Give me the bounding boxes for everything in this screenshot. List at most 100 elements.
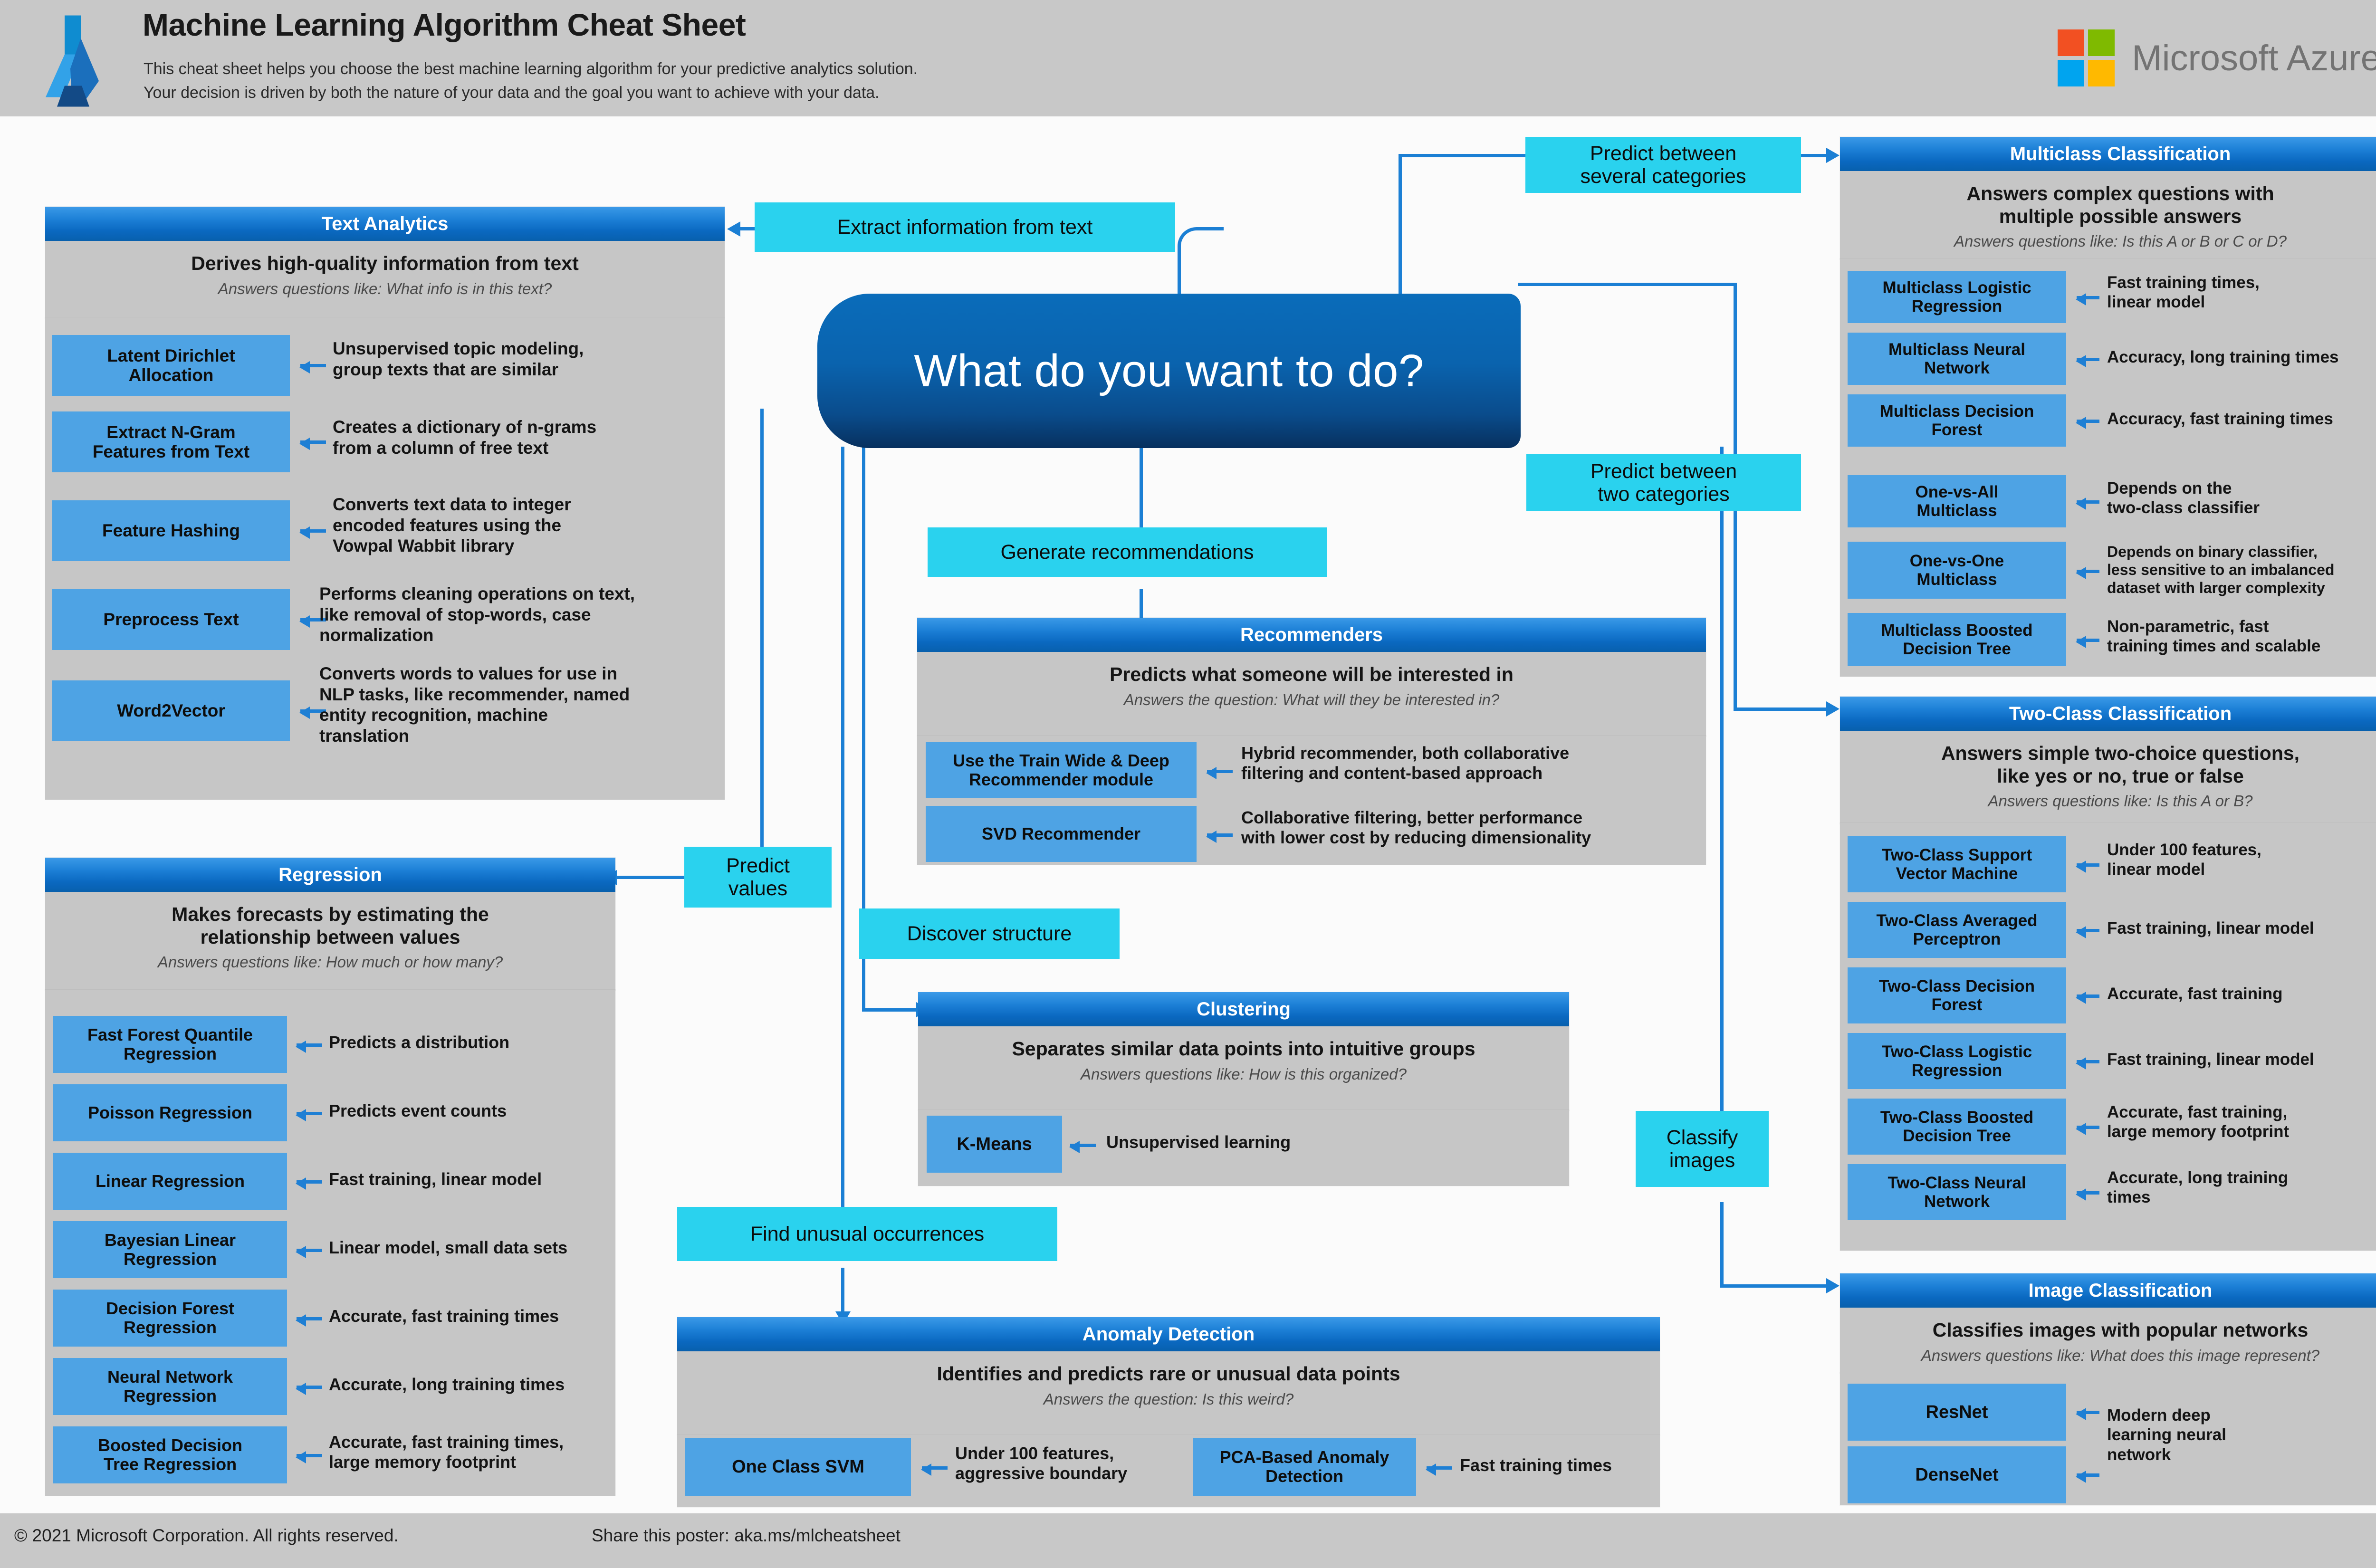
note-boosted-decision-tree-regression: Accurate, fast training times,large memo… — [329, 1432, 564, 1472]
branch-label-classify-images-l1: Classify — [1666, 1126, 1738, 1149]
panel-headline-anomaly-detection: Identifies and predicts rare or unusual … — [937, 1363, 1400, 1385]
panel-title-clustering: Clustering — [918, 992, 1569, 1026]
panel-title-two-class: Two-Class Classification — [1840, 697, 2376, 731]
connector-recommend-v2 — [1140, 589, 1143, 632]
note-one-class-svm: Under 100 features,aggressive boundary — [955, 1444, 1128, 1483]
page-footer: © 2021 Microsoft Corporation. All rights… — [0, 1513, 2376, 1568]
chip-feature-hashing[interactable]: Feature Hashing — [52, 500, 290, 561]
panel-regression: Regression Makes forecasts by estimating… — [45, 858, 615, 991]
branch-label-generate-recommendations-text: Generate recommendations — [1000, 540, 1254, 564]
chip-word2vector[interactable]: Word2Vector — [52, 680, 290, 741]
branch-label-discover-structure[interactable]: Discover structure — [859, 908, 1120, 959]
chip-svd-recommender[interactable]: SVD Recommender — [926, 806, 1197, 862]
note-two-class-forest: Accurate, fast training — [2107, 985, 2283, 1003]
chip-k-means[interactable]: K-Means — [927, 1116, 1062, 1173]
panel-anomaly-detection: Anomaly Detection Identifies and predict… — [677, 1317, 1660, 1436]
panel-title-recommenders: Recommenders — [917, 618, 1706, 652]
connector-multiclass-h — [1399, 154, 1541, 157]
branch-label-find-unusual-text: Find unusual occurrences — [750, 1222, 985, 1245]
note-svd-recommender: Collaborative filtering, better performa… — [1241, 808, 1591, 848]
arrow-multiclass-logistic — [2076, 293, 2099, 306]
branch-label-extract-text[interactable]: Extract information from text — [755, 202, 1175, 252]
page-header: Machine Learning Algorithm Cheat Sheet T… — [0, 0, 2376, 116]
panel-question-multiclass: Answers questions like: Is this A or B o… — [1954, 232, 2287, 250]
note-poisson-regression: Predicts event counts — [329, 1101, 507, 1120]
chip-poisson-regression[interactable]: Poisson Regression — [53, 1084, 287, 1141]
chip-preprocess-text[interactable]: Preprocess Text — [52, 589, 290, 650]
arrow-linear-regression — [296, 1177, 322, 1190]
page-subtitle-line2: Your decision is driven by both the natu… — [144, 84, 880, 102]
branch-label-predict-values[interactable]: Predict values — [684, 847, 832, 908]
connector-cluster-h — [862, 1008, 919, 1012]
panel-title-anomaly-detection: Anomaly Detection — [677, 1317, 1660, 1351]
panel-two-class: Two-Class Classification Answers simple … — [1840, 697, 2376, 824]
connector-classify-h — [1720, 1284, 1830, 1288]
panel-question-image-classification: Answers questions like: What does this i… — [1921, 1346, 2320, 1364]
microsoft-azure-brand: Microsoft Azure — [2058, 29, 2376, 86]
footer-copyright: © 2021 Microsoft Corporation. All rights… — [14, 1526, 399, 1545]
arrow-densenet — [2076, 1471, 2099, 1483]
arrow-two-class-forest — [2076, 992, 2099, 1004]
arrow-one-class-svm — [921, 1463, 948, 1476]
note-decision-forest-regression: Accurate, fast training times — [329, 1306, 559, 1326]
panel-title-multiclass: Multiclass Classification — [1840, 137, 2376, 171]
connector-predictvalues-v — [760, 409, 764, 879]
branch-label-find-unusual[interactable]: Find unusual occurrences — [677, 1207, 1057, 1261]
chip-linear-regression[interactable]: Linear Regression — [53, 1153, 287, 1210]
chip-densenet[interactable]: DenseNet — [1848, 1446, 2066, 1503]
branch-label-several-categories[interactable]: Predict between several categories — [1525, 137, 1801, 193]
note-latent-dirichlet: Unsupervised topic modeling,group texts … — [333, 339, 584, 379]
branch-label-generate-recommendations[interactable]: Generate recommendations — [928, 527, 1327, 577]
arrow-resnet — [2076, 1408, 2099, 1420]
panel-question-anomaly-detection: Answers the question: Is this weird? — [1043, 1390, 1294, 1408]
note-multiclass-logistic: Fast training times,linear model — [2107, 273, 2260, 312]
arrowhead-imageclass — [1826, 1278, 1839, 1293]
arrow-neural-network-regression — [296, 1383, 322, 1395]
panel-question-recommenders: Answers the question: What will they be … — [1123, 690, 1500, 708]
panel-recommenders: Recommenders Predicts what someone will … — [917, 618, 1706, 736]
note-two-class-svm: Under 100 features,linear model — [2107, 841, 2261, 879]
panel-headline-two-class: Answers simple two-choice questions,like… — [1941, 742, 2300, 787]
panel-headline-recommenders: Predicts what someone will be interested… — [1110, 663, 1514, 685]
branch-label-two-categories[interactable]: Predict between two categories — [1526, 454, 1801, 511]
note-linear-regression: Fast training, linear model — [329, 1169, 542, 1189]
chip-resnet[interactable]: ResNet — [1848, 1384, 2066, 1441]
brand-label: Microsoft Azure — [2132, 38, 2376, 78]
panel-title-image-classification: Image Classification — [1840, 1273, 2376, 1308]
note-two-class-logistic: Fast training, linear model — [2107, 1050, 2314, 1069]
arrowhead-twoclass — [1826, 701, 1839, 717]
azure-logo-icon — [46, 15, 99, 107]
arrow-boosted-decision-tree-regression — [296, 1451, 322, 1463]
center-question-text: What do you want to do? — [914, 345, 1424, 396]
branch-label-classify-images[interactable]: Classify images — [1636, 1111, 1769, 1187]
arrow-multiclass-neural — [2076, 355, 2099, 367]
chip-one-class-svm[interactable]: One Class SVM — [685, 1438, 911, 1496]
footer-share-link[interactable]: Share this poster: aka.ms/mlcheatsheet — [592, 1526, 901, 1545]
center-question-node: What do you want to do? — [817, 294, 1521, 448]
